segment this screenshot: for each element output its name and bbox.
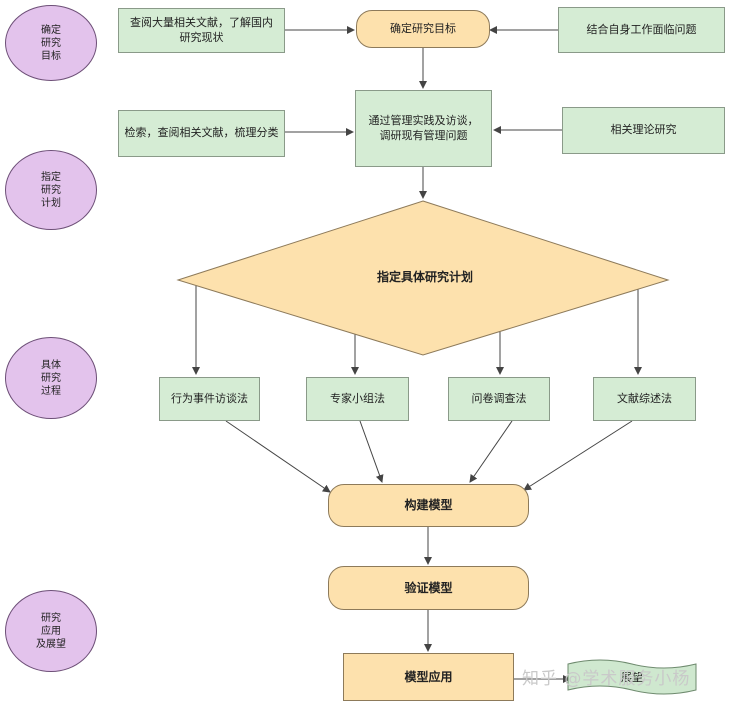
node-determine-goal: 确定研究目标 — [356, 10, 490, 48]
phase-process: 具体 研究 过程 — [5, 337, 97, 419]
node-method-survey: 问卷调查法 — [448, 377, 550, 421]
node-theory-research: 相关理论研究 — [562, 107, 725, 154]
node-plan-label: 指定具体研究计划 — [376, 270, 473, 284]
node-search-literature: 检索，查阅相关文献，梳理分类 — [118, 110, 285, 157]
edge-literature-to-build — [523, 420, 633, 491]
outlook-shape — [567, 659, 697, 695]
node-method-expert: 专家小组法 — [306, 377, 409, 421]
node-investigate: 通过管理实践及访谈，调研现有管理问题 — [355, 90, 492, 167]
node-verify-model: 验证模型 — [328, 566, 529, 610]
phase-plan: 指定 研究 计划 — [5, 150, 97, 230]
node-build-model: 构建模型 — [328, 484, 529, 527]
edge-survey-to-build — [469, 420, 513, 483]
phase-application: 研究 应用 及展望 — [5, 590, 97, 672]
node-work-problems: 结合自身工作面临问题 — [558, 7, 725, 53]
phase-determine-goal: 确定 研究 目标 — [5, 5, 97, 81]
watermark: 知乎 @学术服务小杨 — [522, 669, 691, 689]
node-review-literature: 查阅大量相关文献，了解国内研究现状 — [118, 8, 285, 53]
node-apply-model: 模型应用 — [343, 653, 514, 701]
node-outlook: 展望 — [621, 670, 643, 684]
node-method-literature: 文献综述法 — [593, 377, 696, 421]
edge-expert-to-build — [359, 420, 384, 483]
edge-bei-to-build — [225, 420, 331, 493]
plan-diamond — [176, 200, 670, 356]
node-method-bei: 行为事件访谈法 — [159, 377, 260, 421]
